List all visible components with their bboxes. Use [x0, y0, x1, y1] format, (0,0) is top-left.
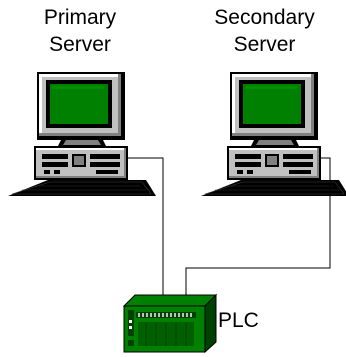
secondary-server-computer-icon: [200, 71, 346, 197]
plc-label: PLC: [218, 309, 259, 332]
primary-cable: [126, 157, 164, 295]
plc-device-icon: [122, 293, 218, 354]
secondary-server-label: Secondary Server: [214, 6, 315, 56]
primary-server-computer-icon: [7, 71, 157, 197]
primary-server-label: Primary Server: [43, 6, 117, 56]
secondary-cable: [185, 157, 331, 295]
